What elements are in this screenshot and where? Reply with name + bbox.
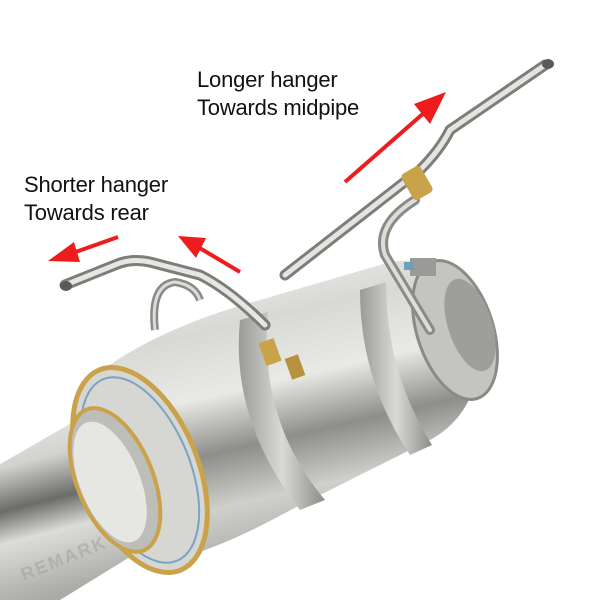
band-clamps — [238, 258, 436, 510]
arrow-towards-rear-outer — [48, 235, 119, 262]
long-hanger-direction: Towards midpipe — [197, 95, 360, 120]
muffler-end-cap — [67, 365, 210, 575]
short-hanger-rod — [59, 255, 271, 331]
arrow-towards-rear-inner — [178, 236, 242, 274]
short-hanger-direction: Towards rear — [24, 200, 149, 225]
long-hanger-label: Longer hanger — [197, 67, 338, 92]
short-hanger-annotation: Shorter hanger Towards rear — [24, 171, 168, 227]
arrow-towards-midpipe — [343, 92, 446, 184]
long-hanger-rod — [279, 59, 554, 335]
short-hanger-label: Shorter hanger — [24, 172, 168, 197]
long-hanger-annotation: Longer hanger Towards midpipe — [197, 66, 359, 122]
